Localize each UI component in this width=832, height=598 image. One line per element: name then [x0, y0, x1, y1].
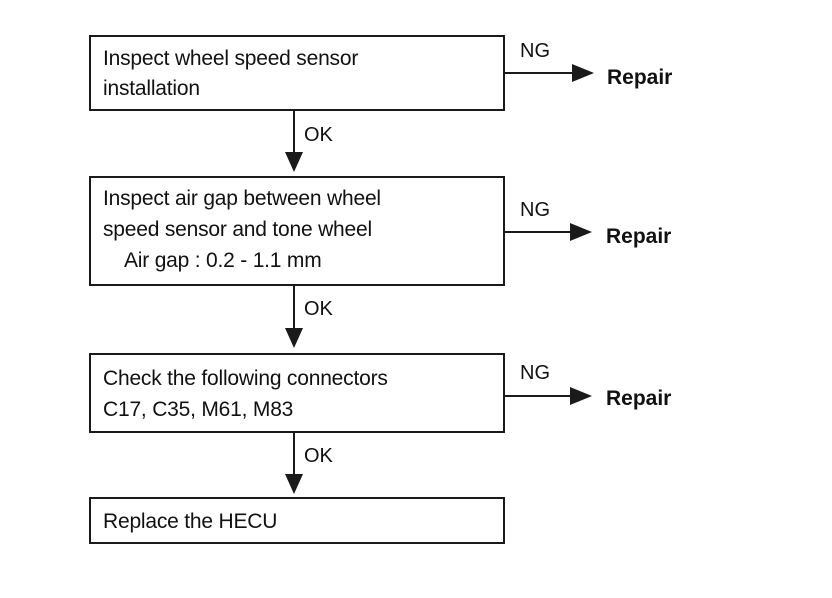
- step-3-box: Check the following connectors C17, C35,…: [89, 353, 505, 433]
- ng-label-3: NG: [520, 362, 550, 384]
- ok-label-3: OK: [304, 445, 333, 467]
- ng-arrow-head-2: [570, 223, 592, 241]
- ok-label-2: OK: [304, 298, 333, 320]
- step-1-line-2: installation: [103, 77, 200, 100]
- ng-label-1: NG: [520, 40, 550, 62]
- ng-arrow-head-1: [572, 64, 594, 82]
- ok-arrow-head-3: [285, 474, 303, 494]
- step-1-box: Inspect wheel speed sensor installation: [89, 35, 505, 111]
- ok-arrow-head-1: [285, 152, 303, 172]
- repair-label-3: Repair: [606, 387, 672, 410]
- step-2-line-2: speed sensor and tone wheel: [103, 218, 372, 241]
- ok-label-1: OK: [304, 124, 333, 146]
- step-1-line-1: Inspect wheel speed sensor: [103, 47, 359, 70]
- repair-label-1: Repair: [607, 66, 673, 89]
- ok-arrow-head-2: [285, 328, 303, 348]
- repair-label-2: Repair: [606, 225, 672, 248]
- step-3-line-2: C17, C35, M61, M83: [103, 398, 294, 421]
- ng-arrow-head-3: [570, 387, 592, 405]
- step-2-line-3: Air gap : 0.2 - 1.1 mm: [124, 249, 322, 272]
- ng-label-2: NG: [520, 199, 550, 221]
- step-4-line-1: Replace the HECU: [103, 510, 278, 533]
- step-2-box: Inspect air gap between wheel speed sens…: [89, 176, 505, 286]
- step-2-line-1: Inspect air gap between wheel: [103, 187, 381, 210]
- step-3-line-1: Check the following connectors: [103, 367, 388, 390]
- step-4-box: Replace the HECU: [89, 497, 505, 544]
